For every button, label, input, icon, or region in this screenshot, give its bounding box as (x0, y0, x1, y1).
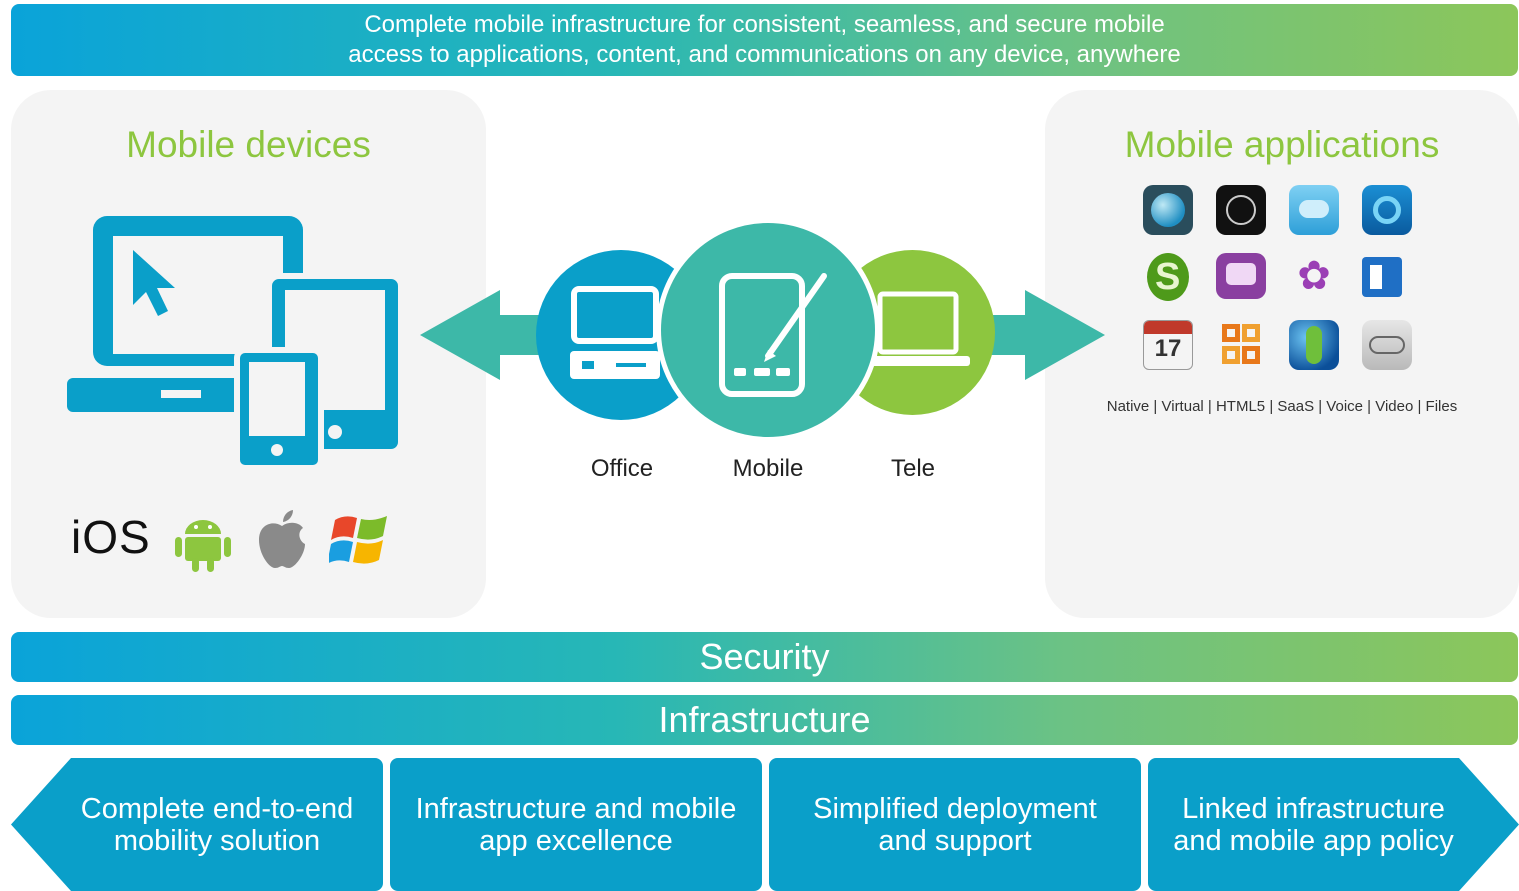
salesforce-app-icon (1289, 185, 1339, 235)
banner-line-2: access to applications, content, and com… (348, 41, 1181, 68)
pillar-1: Complete end-to-end mobility solution (11, 758, 383, 891)
ios-logo-text: iOS (71, 511, 151, 563)
pillar-3-line-1: Simplified deployment (813, 792, 1097, 825)
tablet-pen-icon (719, 273, 827, 397)
infrastructure-bar: Infrastructure (11, 695, 1518, 745)
pillar-4-line-1: Linked infrastructure (1182, 792, 1445, 825)
pillar-1-line-1: Complete end-to-end (80, 792, 354, 825)
windows-icon (329, 516, 387, 564)
ios-logo: iOS (71, 510, 151, 564)
devices-illustration-icon (67, 216, 404, 470)
cursor-icon (133, 250, 175, 316)
app-formats-text: Native | Virtual | HTML5 | SaaS | Voice … (1106, 398, 1458, 415)
calendar-app-icon: 17 (1143, 320, 1193, 370)
android-icon (175, 520, 231, 572)
mobile-devices-panel: Mobile devices iOS (11, 90, 486, 618)
pillar-2-line-2: app excellence (479, 824, 673, 857)
mobile-applications-title: Mobile applications (1124, 124, 1440, 165)
sharefile-app-icon: S (1143, 249, 1193, 305)
right-arrow-icon (975, 290, 1105, 380)
laptop-icon (870, 291, 970, 366)
globe-app-icon (1143, 185, 1193, 235)
messaging-app-icon (1216, 253, 1266, 299)
webex-app-icon (1362, 185, 1412, 235)
calendar-day: 17 (1154, 335, 1182, 362)
banner-line-1: Complete mobile infrastructure for consi… (364, 11, 1165, 38)
pillar-2: Infrastructure and mobile app excellence (390, 758, 762, 891)
pillar-4-line-2: and mobile app policy (1173, 824, 1454, 857)
mobile-label: Mobile (732, 455, 804, 482)
pillar-3: Simplified deployment and support (769, 758, 1141, 891)
top-banner: Complete mobile infrastructure for consi… (11, 4, 1518, 76)
apple-icon (259, 510, 305, 568)
mobile-applications-panel: Mobile applications S ✿ 17 (1045, 90, 1519, 618)
security-bar: Security (11, 632, 1518, 682)
butterfly-app-icon: ✿ (1297, 254, 1331, 298)
voice-app-icon (1216, 185, 1266, 235)
pillar-1-line-2: mobility solution (113, 824, 321, 857)
pillar-3-line-2: and support (878, 824, 1032, 857)
cloud-app-icon (1362, 320, 1412, 370)
lync-app-icon (1362, 257, 1402, 297)
office-label: Office (590, 455, 654, 482)
pillar-4: Linked infrastructure and mobile app pol… (1148, 758, 1519, 891)
desktop-computer-icon (570, 286, 660, 379)
tele-label: Tele (890, 455, 936, 482)
mobile-devices-title: Mobile devices (126, 124, 371, 165)
left-arrow-icon (420, 290, 550, 380)
office-app-icon (1216, 320, 1266, 370)
globe-blue-app-icon (1289, 320, 1339, 370)
app-icon-grid: S ✿ 17 (1143, 185, 1423, 375)
pillar-2-line-1: Infrastructure and mobile (415, 792, 737, 825)
mobile-circle (656, 218, 880, 442)
